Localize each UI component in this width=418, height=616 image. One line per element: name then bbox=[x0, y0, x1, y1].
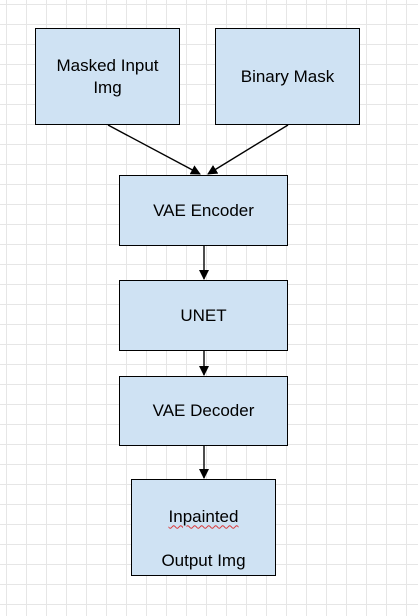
output-label: Inpainted Output Img bbox=[161, 484, 245, 572]
binary-mask-node[interactable]: Binary Mask bbox=[215, 28, 360, 125]
output-label-word-inpainted: Inpainted bbox=[168, 506, 239, 526]
vae-encoder-label: VAE Encoder bbox=[153, 200, 254, 220]
unet-label: UNET bbox=[180, 305, 227, 325]
output-label-rest: Output Img bbox=[161, 550, 246, 570]
unet-node[interactable]: UNET bbox=[119, 280, 288, 351]
edge-binary-mask-to-encoder bbox=[207, 124, 289, 175]
masked-input-label: Masked Input Img bbox=[56, 55, 159, 97]
binary-mask-label: Binary Mask bbox=[240, 66, 335, 86]
edge-masked-input-to-encoder bbox=[107, 124, 201, 175]
vae-encoder-node[interactable]: VAE Encoder bbox=[119, 175, 288, 246]
vae-decoder-label: VAE Decoder bbox=[152, 401, 255, 420]
output-node[interactable]: Inpainted Output Img bbox=[131, 479, 276, 576]
masked-input-node[interactable]: Masked Input Img bbox=[35, 28, 180, 125]
vae-decoder-node[interactable]: VAE Decoder bbox=[119, 376, 288, 446]
